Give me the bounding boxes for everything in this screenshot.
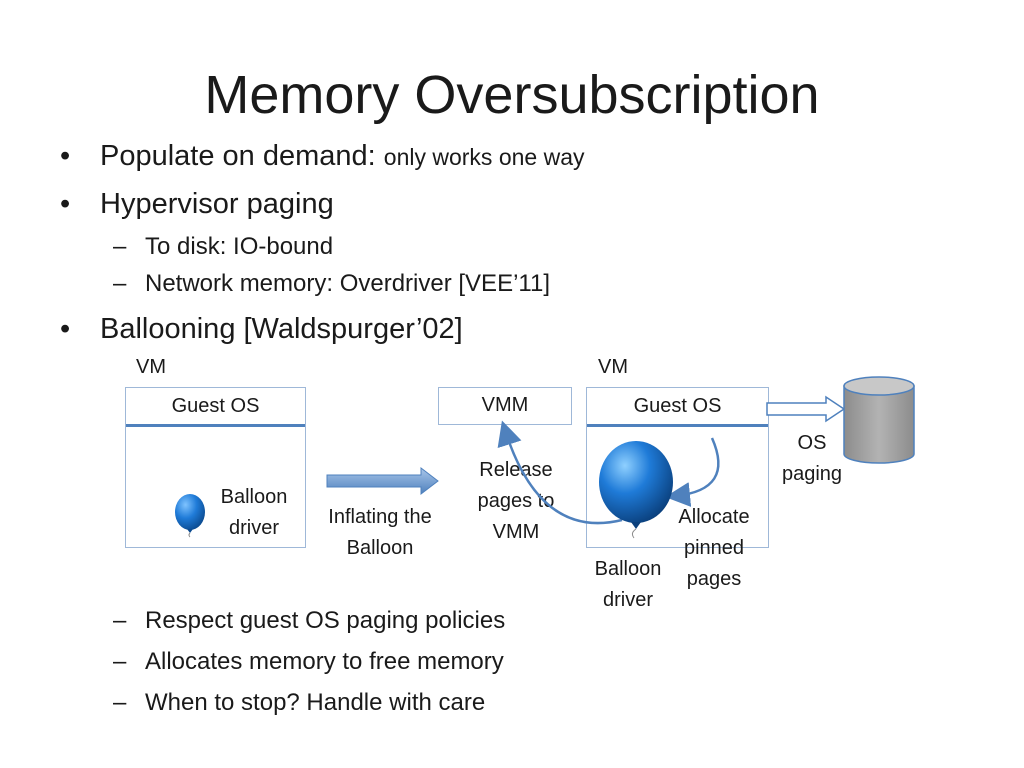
dash-glyph: – xyxy=(113,607,127,634)
bullet-populate-main: Populate on demand: xyxy=(100,140,384,172)
sub-bullet-stop-text: When to stop? Handle with care xyxy=(145,689,486,716)
bullet-hypervisor-paging: • Hypervisor paging xyxy=(60,186,334,222)
sub-bullet-stop: – When to stop? Handle with care xyxy=(113,688,486,718)
dash-glyph: – xyxy=(113,689,127,716)
guest-os2-divider xyxy=(587,424,768,427)
slide-title: Memory Oversubscription xyxy=(204,65,820,125)
vm2-label: VM xyxy=(598,356,628,378)
balloon-driver1-label: Balloon driver xyxy=(220,486,288,539)
inflating-label: Inflating the Balloon xyxy=(328,506,432,559)
vmm-label: VMM xyxy=(481,394,529,416)
allocate-label: Allocate pinned pages xyxy=(678,506,750,590)
dash-glyph: – xyxy=(113,233,127,260)
large-balloon-icon xyxy=(599,441,673,539)
os-paging-label: OS paging xyxy=(781,432,843,485)
release-arrow xyxy=(497,420,623,525)
dash-glyph: – xyxy=(113,648,127,675)
inflate-arrow-icon xyxy=(326,466,439,496)
sub-bullet-network-text: Network memory: Overdriver [VEE’11] xyxy=(145,270,550,297)
sub-bullet-allocates-text: Allocates memory to free memory xyxy=(145,648,504,675)
sub-bullet-respect-text: Respect guest OS paging policies xyxy=(145,607,506,634)
sub-bullet-disk-text: To disk: IO-bound xyxy=(145,233,334,260)
sub-bullet-allocates: – Allocates memory to free memory xyxy=(113,647,504,677)
vm1-box: Guest OS xyxy=(125,387,306,548)
allocate-arrow xyxy=(665,437,720,507)
balloon-driver2-label: Balloon driver xyxy=(594,558,662,611)
bullet-glyph: • xyxy=(60,313,71,345)
vm1-label: VM xyxy=(136,356,166,378)
small-balloon-icon xyxy=(175,494,205,538)
guest-os1-label: Guest OS xyxy=(171,395,260,417)
sub-bullet-respect: – Respect guest OS paging policies xyxy=(113,606,506,636)
sub-bullet-network: – Network memory: Overdriver [VEE’11] xyxy=(113,269,550,299)
bullet-glyph: • xyxy=(60,140,71,172)
bullet-ballooning-text: Ballooning [Waldspurger’02] xyxy=(100,313,463,345)
sub-bullet-disk: – To disk: IO-bound xyxy=(113,232,334,262)
bullet-hypervisor-paging-text: Hypervisor paging xyxy=(100,188,334,220)
dash-glyph: – xyxy=(113,270,127,297)
guest-os2-label: Guest OS xyxy=(633,395,722,417)
bullet-ballooning: • Ballooning [Waldspurger’02] xyxy=(60,311,463,347)
os-paging-arrow-icon xyxy=(766,395,846,423)
disk-icon xyxy=(843,376,915,464)
guest-os1-divider xyxy=(126,424,305,427)
bullet-glyph: • xyxy=(60,188,71,220)
bullet-populate-note: only works one way xyxy=(383,144,585,170)
curved-arrows xyxy=(497,420,720,525)
release-label: Release pages to VMM xyxy=(477,459,555,543)
bullet-populate: • Populate on demand: only works one way xyxy=(60,138,585,175)
